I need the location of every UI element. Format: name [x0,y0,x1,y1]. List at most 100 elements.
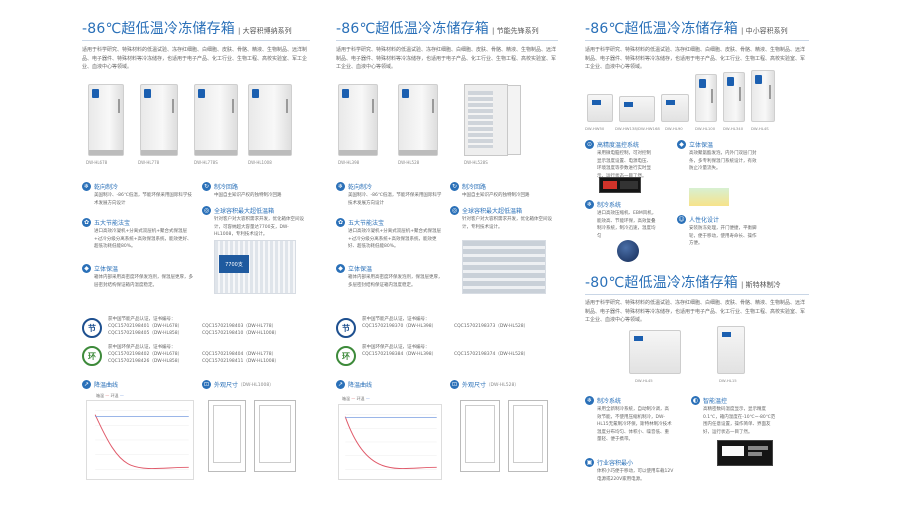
feature-title: ❄乾向制冷 [82,182,119,191]
feature-title: ◎全球容积最大超低温箱 [202,206,275,215]
model-label: DW-HW138/DW-HW168 [615,126,660,131]
product-image [661,94,689,122]
snowflake-icon: ❄ [336,182,345,191]
feature-title: ◆立体保温 [336,264,372,273]
feature-title: ✿五大节能法宝 [336,218,385,227]
chart-icon: ↗ [336,380,345,389]
snowflake-icon: ❄ [585,396,594,405]
curve-header: ↗降温曲线 [336,380,373,389]
feature-text: 体积小巧便于移动，可以使用车载12V电源或220V家用电源。 [597,469,674,482]
title-sub: | 斯特林制冷 [741,281,781,289]
product-image [629,330,681,374]
cube-icon: ◆ [677,140,686,149]
ruler-icon: ⊡ [202,380,211,389]
model-label: DW-HL678 [86,160,108,165]
feature-text: 美国制冷、-86℃低温，节能环保采用国际科学技术发展方向设计 [348,193,442,206]
curve-header: ↗降温曲线 [82,380,119,389]
energy-seal-icon: 节 [82,318,102,338]
product-image [695,74,717,122]
dimension-drawing-front [208,400,246,472]
feature-title: ▣行业容积最小 [585,458,634,467]
gauge-icon: ◐ [691,396,700,405]
title-main: -86℃超低温冷冻储存箱 [82,21,235,37]
section-title: -86℃超低温冷冻储存箱 | 节能先锋系列 [336,18,539,37]
leaf-icon: ✿ [336,218,345,227]
cooling-curve [86,400,194,480]
interior-rack-image: 7700支 [214,240,296,294]
model-label: DW-HL340 [723,126,744,131]
feature-text: 中国自主知识产权的独特制冷回路 [462,193,530,198]
subsection-title: -80℃超低温冷冻储存箱 | 斯特林制冷 [585,272,781,291]
feature-title: ❄乾向制冷 [336,182,373,191]
user-icon: ☺ [677,215,686,224]
cert-block: 获中国环保产品认证，证书编号：CQC15702198384（DW-HL398） [362,345,437,357]
feature-text: 中国自主知识产权的独特制冷回路 [214,193,282,198]
model-label: DW-HW50 [585,126,605,131]
model-label: DW-HL100 [695,126,716,131]
globe-icon: ◎ [202,206,211,215]
column-large-capacity: -86℃超低温冷冻储存箱 | 大容积博纳系列 适用于科学研究、特殊材料的低温试验… [82,0,310,510]
thermometer-icon: ⊙ [585,140,594,149]
globe-icon: ◎ [450,206,459,215]
feature-text: 采用微电脑控制，可对控制显示温度设置、电源电压、环境温度等参数进行实时显示，运行… [597,151,651,179]
product-image [723,72,745,122]
cert-block: CQC15702198373（DW-HL528） [454,324,529,329]
feature-text: 高精密数码温度显示，显示精度0.1℃，箱内温度在-10℃~-80℃范围内任意设置… [703,407,776,435]
box-icon: ▣ [585,458,594,467]
dim-header: ⊡外观尺寸（DW-HL528） [450,380,519,389]
model-label: DW-HL778S [194,160,218,165]
title-main: -80℃超低温冷冻储存箱 [585,275,738,291]
feature-title: ⊙高精度温控系统 [585,140,640,149]
dim-header: ⊡外观尺寸（DW-HL1008） [202,380,274,389]
model-label: DW-HL15 [719,378,737,383]
model-label: DW-HL528S [464,160,488,165]
cube-icon: ◆ [336,264,345,273]
feature-text: 进口高效冷凝机+分离式双层机+聚合式保温层+过冷分级分离系统+高效保温系统，能效… [348,229,442,249]
title-sub: | 节能先锋系列 [492,27,539,35]
section-desc: 适用于科学研究、特殊材料的低温试验、冻存红细胞、白细胞、皮肤、骨骼、精液、生物制… [585,300,806,323]
cert-block: CQC15702198403（DW-HL778）CQC15702198410（D… [202,324,280,336]
model-label: DW-HL528 [398,160,420,165]
title-main: -86℃超低温冷冻储存箱 [336,21,489,37]
section-desc: 适用于科学研究、特殊材料的低温试验、冻存红细胞、白细胞、皮肤、骨骼、精液、生物制… [82,47,308,70]
loop-icon: ↻ [202,182,211,191]
feature-text: 箱体内部采用高密度环保发泡剂，保温层更厚，多层密封结构保证箱内温度稳定。 [348,275,443,288]
section-title: -86℃超低温冷冻储存箱 | 中小容积系列 [585,18,788,37]
model-label: DW-HL778 [138,160,160,165]
curve-legend: 箱温 — 环温 — [342,396,370,401]
feature-title: ☺人性化设计 [677,215,720,224]
loop-icon: ↻ [450,182,459,191]
product-image [140,84,178,156]
dimension-drawing-side [508,400,548,472]
feature-title: ◆立体保温 [677,140,713,149]
feature-text: 进口高效压缩机、EBM风机，能效高、节能环保，高效复叠制冷系统，制冷迅速，温度均… [597,211,657,239]
title-sub: | 中小容积系列 [741,27,788,35]
cert-block: 获中国节能产品认证，证书编号：CQC15702198401（DW-HL678）C… [108,317,183,336]
control-panel-image [599,177,641,193]
feature-text: 针对客户对大容积需求开发，优化箱体空间设计，可容纳超大容量达7700支，DW-H… [214,217,304,237]
product-image [248,84,292,156]
eco-seal-icon: 环 [336,346,356,366]
product-image [398,84,438,156]
feature-text: 采用全新制冷系统，自动制冷调，高效节能，不使用压缩机制冷，DW-HL15无氟制冷… [597,407,672,442]
leaf-icon: ✿ [82,218,91,227]
ruler-icon: ⊡ [450,380,459,389]
capacity-badge: 7700支 [219,255,249,273]
product-image-open [464,84,521,156]
snowflake-icon: ❄ [585,200,594,209]
product-image [88,84,124,156]
model-label: DW-HL1008 [248,160,272,165]
insulation-illustration [689,188,729,206]
column-small-capacity: -86℃超低温冷冻储存箱 | 中小容积系列 适用于科学研究、特殊材料的低温试验、… [585,0,809,510]
dimension-drawing-front [460,400,500,472]
divider [585,40,809,41]
cert-block: CQC15702198404（DW-HL778）CQC15702198411（D… [202,352,280,364]
product-image [717,326,745,374]
cert-block: 获中国环保产品认证，证书编号：CQC15702198402（DW-HL678）C… [108,345,183,364]
feature-text: 进口高效冷凝机+分离式双层机+聚合式保温层+过冷分级分离系统+高效保温系统，能效… [94,229,192,249]
model-label: DW-HL4S [751,126,769,131]
feature-title: ↻制冷回路 [450,182,487,191]
product-image [194,84,238,156]
energy-seal-icon: 节 [336,318,356,338]
feature-text: 美国制冷、-86℃低温，节能环保采用国际科学技术发展方向设计 [94,193,192,206]
